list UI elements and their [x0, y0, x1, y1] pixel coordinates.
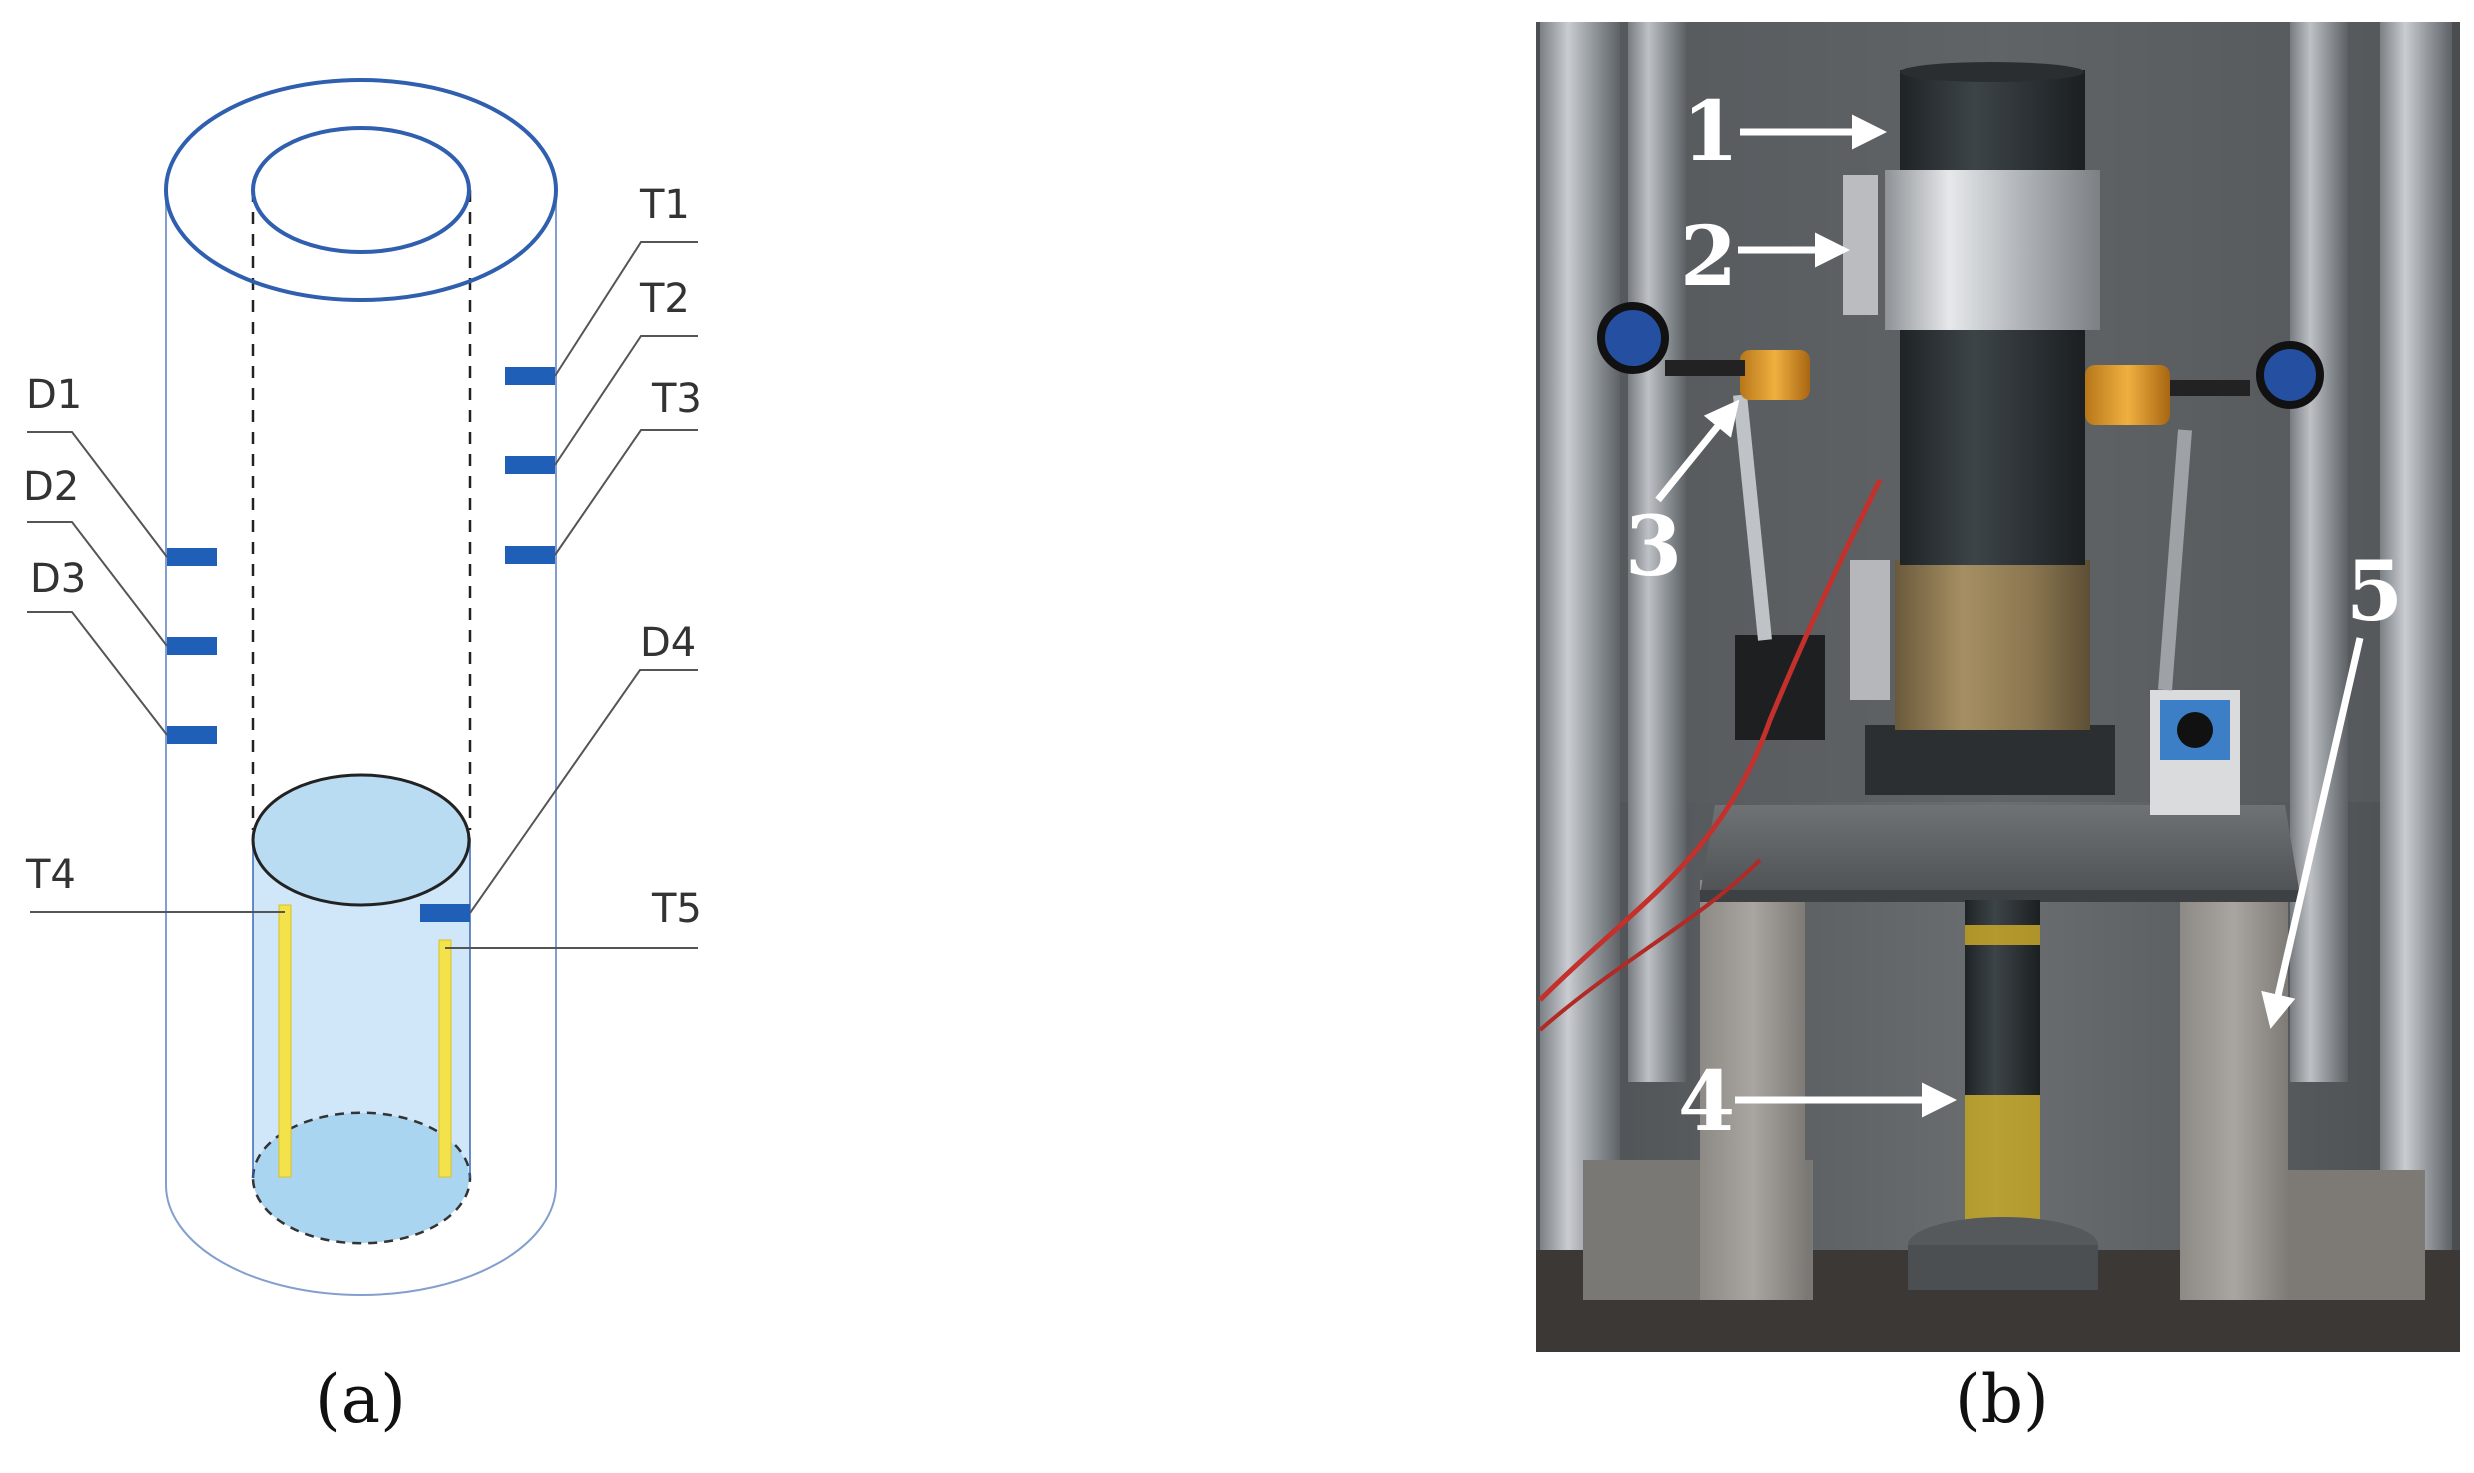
leader-t3	[554, 429, 698, 556]
sensor-d1	[167, 548, 217, 566]
sensor-t1	[505, 367, 555, 385]
marker-2: 2	[1680, 209, 1737, 305]
rod-base	[1908, 1245, 2098, 1290]
panel-a-diagram: T1 T2 T3 D1 D2 D3 D4 T4 T5 (a)	[23, 78, 702, 1438]
gold-clamp-left	[1740, 350, 1810, 400]
red-cable-2	[1538, 858, 1762, 1032]
leader-d3	[27, 611, 168, 736]
caption-a: (a)	[315, 1361, 406, 1438]
marker-4: 4	[1678, 1054, 1735, 1150]
test-tube-top	[1900, 62, 2084, 82]
dial-gauge-left	[1597, 302, 1669, 374]
load-plate	[1700, 805, 2300, 895]
stand-rod-right	[2158, 429, 2192, 691]
machine-column-right-2	[2380, 22, 2452, 1352]
gauge-t5	[438, 939, 452, 1178]
magnetic-base-left	[1735, 635, 1825, 740]
bottom-flange	[1865, 725, 2115, 795]
leader-d4	[469, 669, 698, 914]
silver-ring	[1885, 170, 2100, 330]
marker-5: 5	[2346, 544, 2403, 640]
gauge-t4	[278, 904, 292, 1178]
red-cable-1	[1538, 478, 1883, 1002]
leader-t2	[554, 335, 698, 466]
frame-leg-right	[2180, 890, 2288, 1300]
specimen-bottom	[253, 1113, 469, 1243]
marker-3: 3	[1625, 499, 1682, 595]
sensor-t3	[505, 546, 555, 564]
specimen-top	[251, 773, 471, 907]
label-t4: T4	[25, 852, 76, 898]
rod-yellow-band-1	[1965, 925, 2040, 945]
label-d3: D3	[30, 556, 86, 602]
machine-column-right-1	[2290, 22, 2348, 1082]
leader-d2	[27, 521, 168, 647]
machine-column-left-1	[1540, 22, 1620, 1352]
marker-1: 1	[1682, 84, 1739, 180]
leader-d1	[27, 431, 168, 558]
plate-edge	[1700, 890, 2300, 902]
probe-left	[1665, 360, 1745, 376]
stand-rod-left	[1733, 394, 1772, 641]
caption-b: (b)	[1955, 1361, 2049, 1438]
machine-column-left-2	[1628, 22, 1686, 1082]
clip-bottom-left	[1850, 560, 1890, 700]
leader-t1	[554, 241, 698, 377]
label-t1: T1	[639, 182, 690, 228]
clip-top-left	[1843, 175, 1878, 315]
outer-bottom-arc	[165, 1184, 557, 1296]
gold-clamp-right	[2085, 365, 2170, 425]
label-t2: T2	[639, 276, 690, 322]
sensor-t2	[505, 456, 555, 474]
frame-leg-left	[1700, 880, 1805, 1300]
arrow-3	[1655, 399, 1740, 503]
sensor-d2	[167, 637, 217, 655]
panel-b-photo: 1 2 3 4 5 (b)	[1536, 22, 2460, 1438]
inner-top-ring	[251, 126, 471, 254]
probe-right	[2170, 380, 2250, 396]
label-t3: T3	[651, 376, 702, 422]
label-d4: D4	[640, 620, 696, 666]
outer-top-ring	[164, 78, 558, 302]
label-d1: D1	[26, 372, 82, 418]
arrow-5	[2261, 637, 2364, 1029]
brass-ring	[1895, 560, 2090, 730]
dial-gauge-right	[2256, 341, 2324, 409]
rod-yellow-band-2	[1965, 1095, 2040, 1225]
magnetic-switch-knob	[2177, 712, 2213, 748]
label-d2: D2	[23, 464, 79, 510]
label-t5: T5	[651, 886, 702, 932]
sensor-d4	[420, 904, 470, 922]
sensor-d3	[167, 726, 217, 744]
leader-lines	[27, 241, 698, 949]
